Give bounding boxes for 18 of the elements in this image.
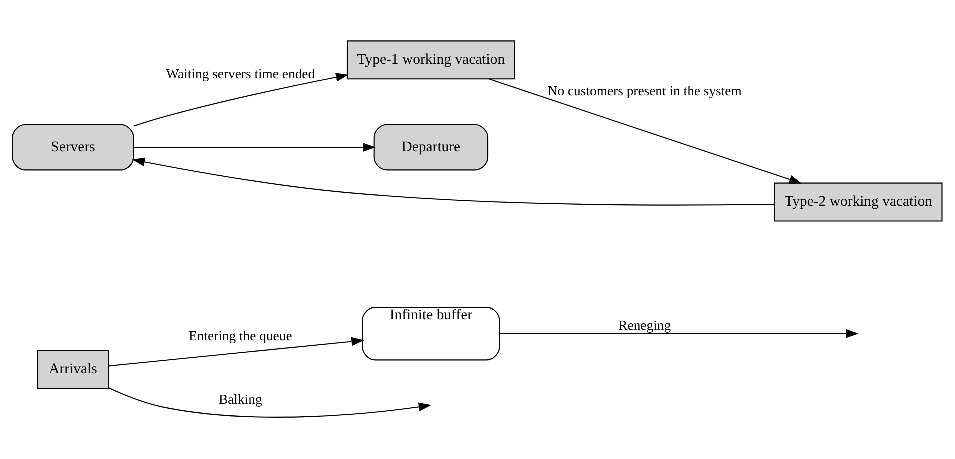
- node-box: Type-1 working vacation: [346, 40, 516, 80]
- arrow: [134, 73, 349, 127]
- node-box: Type-2 working vacation: [774, 182, 943, 222]
- edge-label: Balking: [218, 392, 262, 407]
- node-box: Infinite buffer: [362, 307, 500, 361]
- node-box: Departure: [374, 124, 489, 171]
- arrow: [132, 158, 775, 206]
- edge-label: Reneging: [618, 318, 672, 334]
- edge-label: Entering the queue: [189, 328, 292, 344]
- node-box: Arrivals: [37, 350, 110, 390]
- edge-label: No customers present in the system: [548, 83, 742, 98]
- arrow: [134, 143, 376, 152]
- edge-label: Waiting servers time ended: [166, 66, 316, 82]
- arrow: [108, 387, 432, 418]
- node-box: Servers: [12, 124, 134, 171]
- arrow: [108, 337, 364, 367]
- arrow: [500, 329, 859, 338]
- arrow: [488, 78, 802, 184]
